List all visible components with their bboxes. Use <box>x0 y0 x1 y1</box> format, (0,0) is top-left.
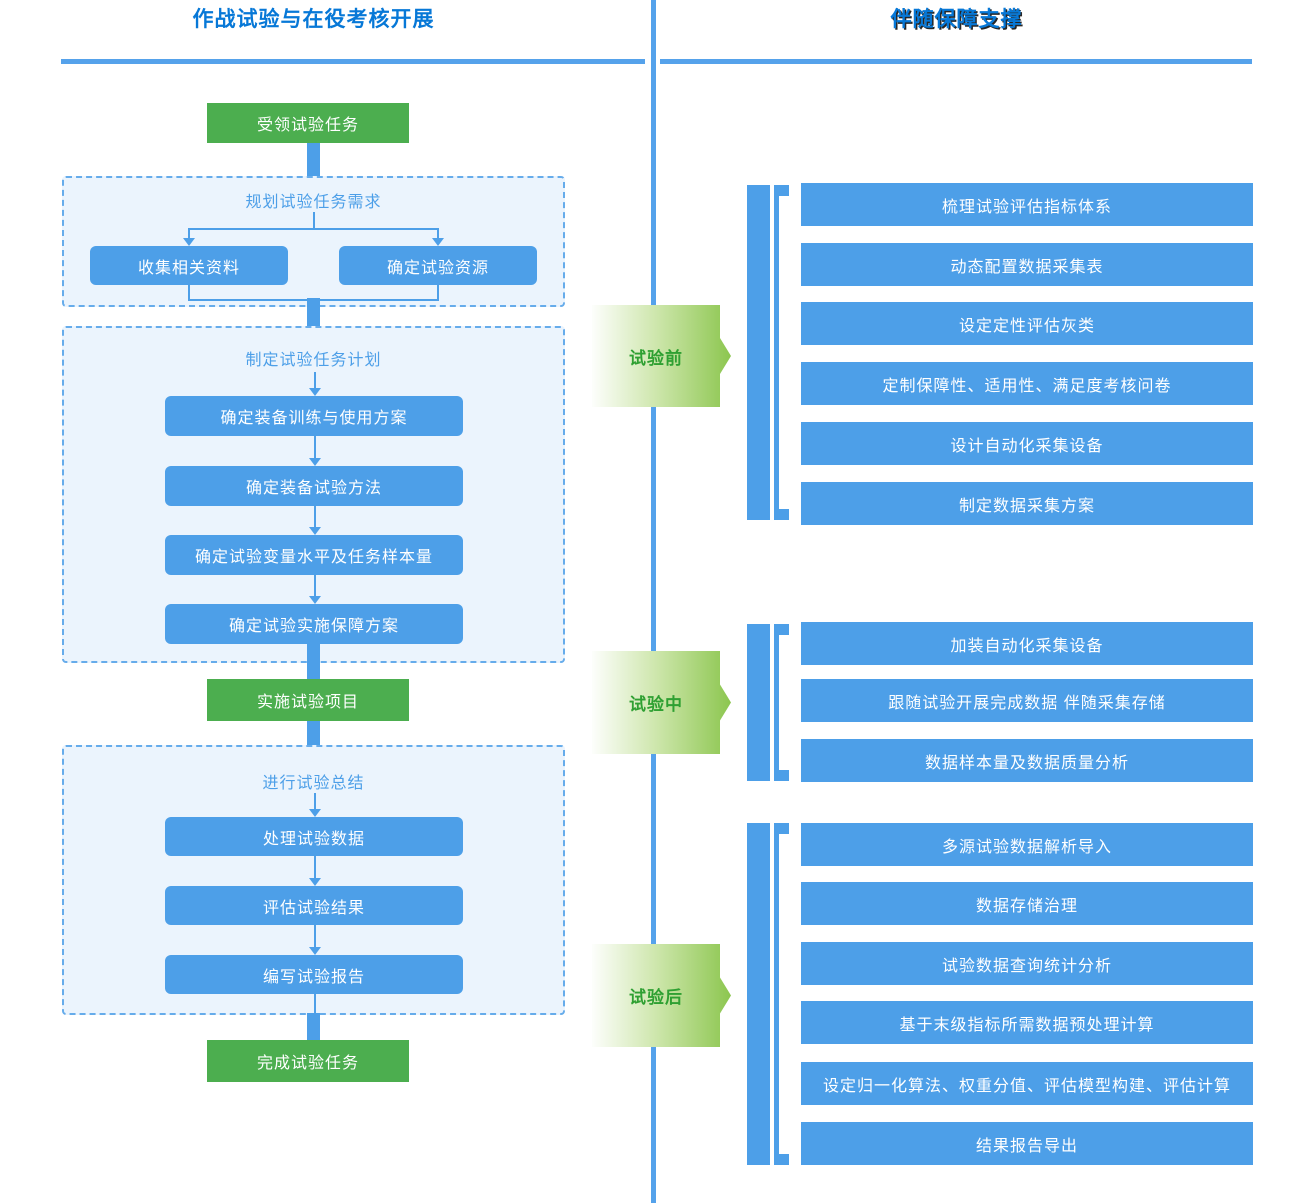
down-arrowhead-icon <box>432 238 444 246</box>
phase-chevron-during-test: 试验中 <box>592 651 731 754</box>
flow-start-node: 受领试验任务 <box>207 103 409 143</box>
connector-line <box>188 285 190 301</box>
bracket-foot <box>774 624 789 635</box>
flow-box-variables-samples: 确定试验变量水平及任务样本量 <box>165 535 463 575</box>
connector-line <box>314 856 316 878</box>
flow-box-support-plan: 确定试验实施保障方案 <box>165 604 463 644</box>
flow-box-training-plan: 确定装备训练与使用方案 <box>165 396 463 436</box>
task-box: 跟随试验开展完成数据 伴随采集存储 <box>801 679 1253 722</box>
connector-line <box>314 925 316 947</box>
connector-bar <box>307 143 320 178</box>
task-box: 结果报告导出 <box>801 1122 1253 1165</box>
task-box: 加装自动化采集设备 <box>801 622 1253 665</box>
down-arrowhead-icon <box>309 947 321 955</box>
bracket-foot <box>774 823 789 834</box>
connector-line <box>314 994 316 1015</box>
panel-label: 制定试验任务计划 <box>245 352 382 369</box>
task-box: 数据存储治理 <box>801 882 1253 925</box>
bracket-during-test <box>747 624 789 781</box>
bracket-bar <box>747 185 770 520</box>
flow-execute-node: 实施试验项目 <box>207 679 409 721</box>
down-arrowhead-icon <box>183 238 195 246</box>
bracket-foot <box>774 1154 789 1165</box>
down-arrowhead-icon <box>309 527 321 535</box>
connector-line <box>314 436 316 458</box>
connector-line <box>314 506 316 527</box>
left-header-rule <box>61 59 645 64</box>
task-box: 基于末级指标所需数据预处理计算 <box>801 1001 1253 1044</box>
connector-bar <box>307 1013 320 1041</box>
task-box: 梳理试验评估指标体系 <box>801 183 1253 226</box>
connector-bar <box>307 721 320 747</box>
bracket-before-test <box>747 185 789 520</box>
connector-line <box>314 793 316 809</box>
column-divider-line <box>651 0 656 1203</box>
task-box: 设定定性评估灰类 <box>801 302 1253 345</box>
panel-summary: 进行试验总结 处理试验数据 评估试验结果 编写试验报告 <box>62 745 565 1015</box>
connector-line <box>437 228 439 239</box>
flow-end-node: 完成试验任务 <box>207 1040 409 1082</box>
bracket-line <box>774 632 779 773</box>
down-arrowhead-icon <box>309 458 321 466</box>
flow-box-write-report: 编写试验报告 <box>165 955 463 994</box>
panel-plan-requirements: 规划试验任务需求 收集相关资料 确定试验资源 <box>62 176 565 307</box>
bracket-foot <box>774 770 789 781</box>
connector-line <box>188 228 438 230</box>
left-column-title: 作战试验与在役考核开展 <box>192 8 435 31</box>
bracket-foot <box>774 185 789 196</box>
connector-line <box>437 285 439 301</box>
flow-box-process-data: 处理试验数据 <box>165 817 463 856</box>
bracket-foot <box>774 509 789 520</box>
right-column-title: 伴随保障支撑 <box>890 8 1023 31</box>
flow-box-collect-materials: 收集相关资料 <box>90 246 288 285</box>
connector-bar <box>307 642 320 680</box>
task-box: 试验数据查询统计分析 <box>801 942 1253 985</box>
connector-line <box>313 212 315 228</box>
down-arrowhead-icon <box>309 878 321 886</box>
panel-label: 规划试验任务需求 <box>245 194 382 211</box>
bracket-bar <box>747 823 770 1165</box>
connector-line <box>314 575 316 596</box>
flow-box-evaluate-results: 评估试验结果 <box>165 886 463 925</box>
down-arrowhead-icon <box>309 596 321 604</box>
phase-chevron-after-test: 试验后 <box>592 944 731 1047</box>
task-box: 多源试验数据解析导入 <box>801 823 1253 866</box>
bracket-line <box>774 831 779 1157</box>
panel-make-plan: 制定试验任务计划 确定装备训练与使用方案 确定装备试验方法 确定试验变量水平及任… <box>62 326 565 663</box>
task-box: 设定归一化算法、权重分值、评估模型构建、评估计算 <box>801 1062 1253 1105</box>
down-arrowhead-icon <box>309 809 321 817</box>
flow-box-define-resources: 确定试验资源 <box>339 246 537 285</box>
bracket-line <box>774 193 779 512</box>
bracket-after-test <box>747 823 789 1165</box>
connector-line <box>188 228 190 239</box>
task-box: 动态配置数据采集表 <box>801 243 1253 286</box>
task-box: 设计自动化采集设备 <box>801 422 1253 465</box>
task-box: 定制保障性、适用性、满足度考核问卷 <box>801 362 1253 405</box>
phase-chevron-before-test: 试验前 <box>592 305 731 407</box>
task-box: 制定数据采集方案 <box>801 482 1253 525</box>
connector-line <box>314 372 316 388</box>
bracket-bar <box>747 624 770 781</box>
task-box: 数据样本量及数据质量分析 <box>801 739 1253 782</box>
right-header-rule <box>660 59 1252 64</box>
down-arrowhead-icon <box>309 388 321 396</box>
flow-box-test-method: 确定装备试验方法 <box>165 466 463 506</box>
panel-label: 进行试验总结 <box>262 775 365 792</box>
